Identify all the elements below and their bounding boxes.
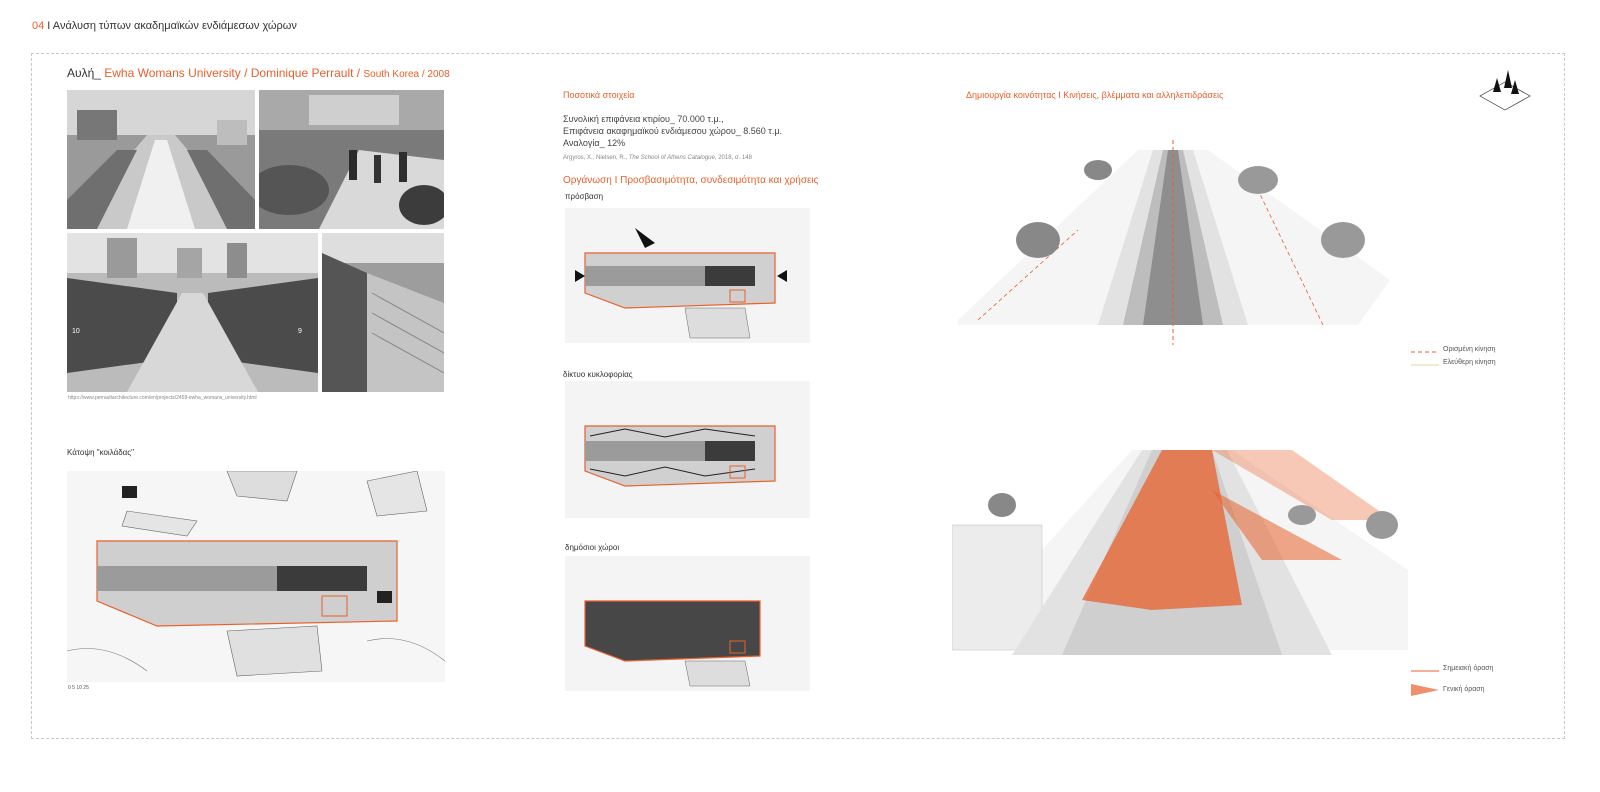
- diagram-public-label: δημόσιοι χώροι: [565, 543, 620, 552]
- content-frame: [31, 53, 1565, 739]
- diagram-access-label: πρόσβαση: [565, 192, 604, 201]
- stats-ratio: Αναλογία_ 12%: [563, 138, 626, 148]
- axon-vision-diagram: [951, 430, 1408, 655]
- axon-movement-diagram: [958, 130, 1390, 350]
- diagram-access: [565, 208, 810, 343]
- reference-title: The School of Athens Catalogue: [628, 155, 715, 161]
- section-title: Ι Ανάλυση τύπων ακαδημαϊκών ενδιάμεσων χ…: [44, 20, 297, 32]
- photo-stairs: [322, 233, 444, 392]
- photo-valley-aerial: [67, 90, 255, 229]
- diagram-circulation: [565, 381, 810, 518]
- photo-marker-10: 10: [72, 328, 80, 335]
- isometric-trees-icon: [1478, 60, 1532, 120]
- stats-heading: Ποσοτικά στοιχεία: [563, 90, 635, 100]
- project-name: Ewha Womans University / Dominique Perra…: [104, 66, 364, 80]
- reference-suffix: , 2018, σ. 148: [714, 155, 752, 161]
- photo-marker-9: 9: [298, 328, 302, 335]
- reference-authors: Argyros, X., Nielsen, R.,: [563, 155, 629, 161]
- project-title: Αυλή_ Ewha Womans University / Dominique…: [67, 66, 450, 80]
- diagram-circulation-label: δίκτυο κυκλοφορίας: [563, 370, 633, 379]
- photo-campus-path: [259, 90, 444, 229]
- stats-total-area: Συνολική επιφάνεια κτιρίου_ 70.000 τ.μ.,: [563, 114, 724, 124]
- stats-block: Συνολική επιφάνεια κτιρίου_ 70.000 τ.μ.,…: [563, 113, 782, 149]
- legend-free-movement: Ελεύθερη κίνηση: [1443, 359, 1496, 366]
- valley-plan: [67, 471, 445, 682]
- organization-heading: Οργάνωση Ι Προσβασιμότητα, συνδεσιμότητα…: [563, 175, 819, 186]
- legend-general-vision: Γενική όραση: [1443, 686, 1485, 693]
- page-header: 04 Ι Ανάλυση τύπων ακαδημαϊκών ενδιάμεσω…: [32, 20, 297, 32]
- stats-academic-area: Επιφάνεια ακαφημαϊκού ενδιάμεσου χώρου_ …: [563, 126, 783, 136]
- community-heading: Δημιουργία κοινότητας Ι Κινήσεις, βλέμμα…: [966, 90, 1224, 100]
- legend-point-vision: Σημειακή όραση: [1443, 665, 1494, 672]
- project-location: South Korea / 2008: [363, 69, 450, 80]
- legend-defined-movement: Ορισμένη κίνηση: [1443, 346, 1496, 353]
- photo-source: https://www.perraultarchitecture.com/en/…: [68, 395, 257, 401]
- stats-reference: Argyros, X., Nielsen, R., The School of …: [563, 155, 752, 161]
- section-number: 04: [32, 20, 45, 32]
- plan-label: Κάτοψη "κοιλάδας": [67, 448, 134, 457]
- plan-scale: 0 5 10 25: [68, 685, 89, 691]
- photo-valley-view: 10 9: [67, 233, 318, 392]
- project-prefix: Αυλή_: [67, 66, 101, 80]
- diagram-public-spaces: [565, 556, 810, 691]
